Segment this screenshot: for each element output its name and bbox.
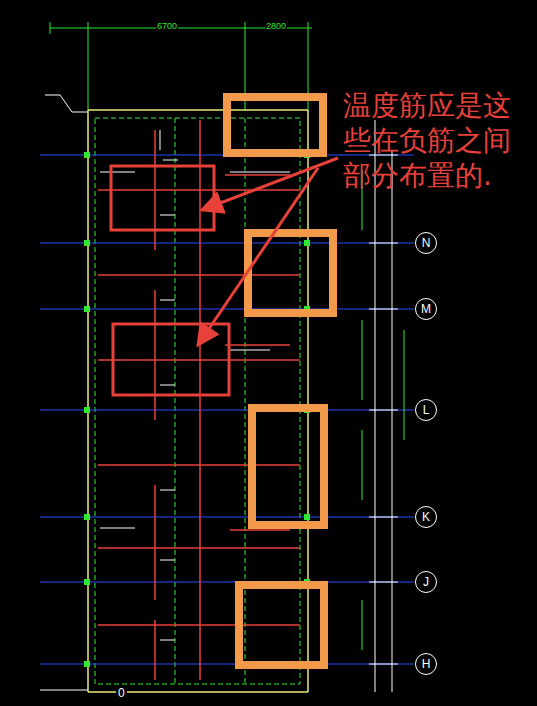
dimension-text: 6700: [156, 21, 178, 31]
axis-circle: J: [415, 571, 437, 593]
marker-text: 0: [116, 686, 127, 700]
axis-letter: L: [423, 404, 430, 416]
axis-circle: N: [415, 232, 437, 254]
axis-letter: J: [423, 576, 429, 588]
axis-letter: M: [421, 303, 431, 315]
axis-circle: H: [415, 653, 437, 675]
axis-circle: K: [415, 506, 437, 528]
dimension-text: 2800: [265, 21, 287, 31]
axis-circle: M: [415, 298, 437, 320]
axis-letter: K: [422, 511, 430, 523]
annotation-note: 温度筋应是这些在负筋之间部分布置的.: [343, 88, 515, 193]
axis-letter: H: [422, 658, 431, 670]
axis-letter: N: [422, 237, 431, 249]
axis-circle: L: [415, 399, 437, 421]
